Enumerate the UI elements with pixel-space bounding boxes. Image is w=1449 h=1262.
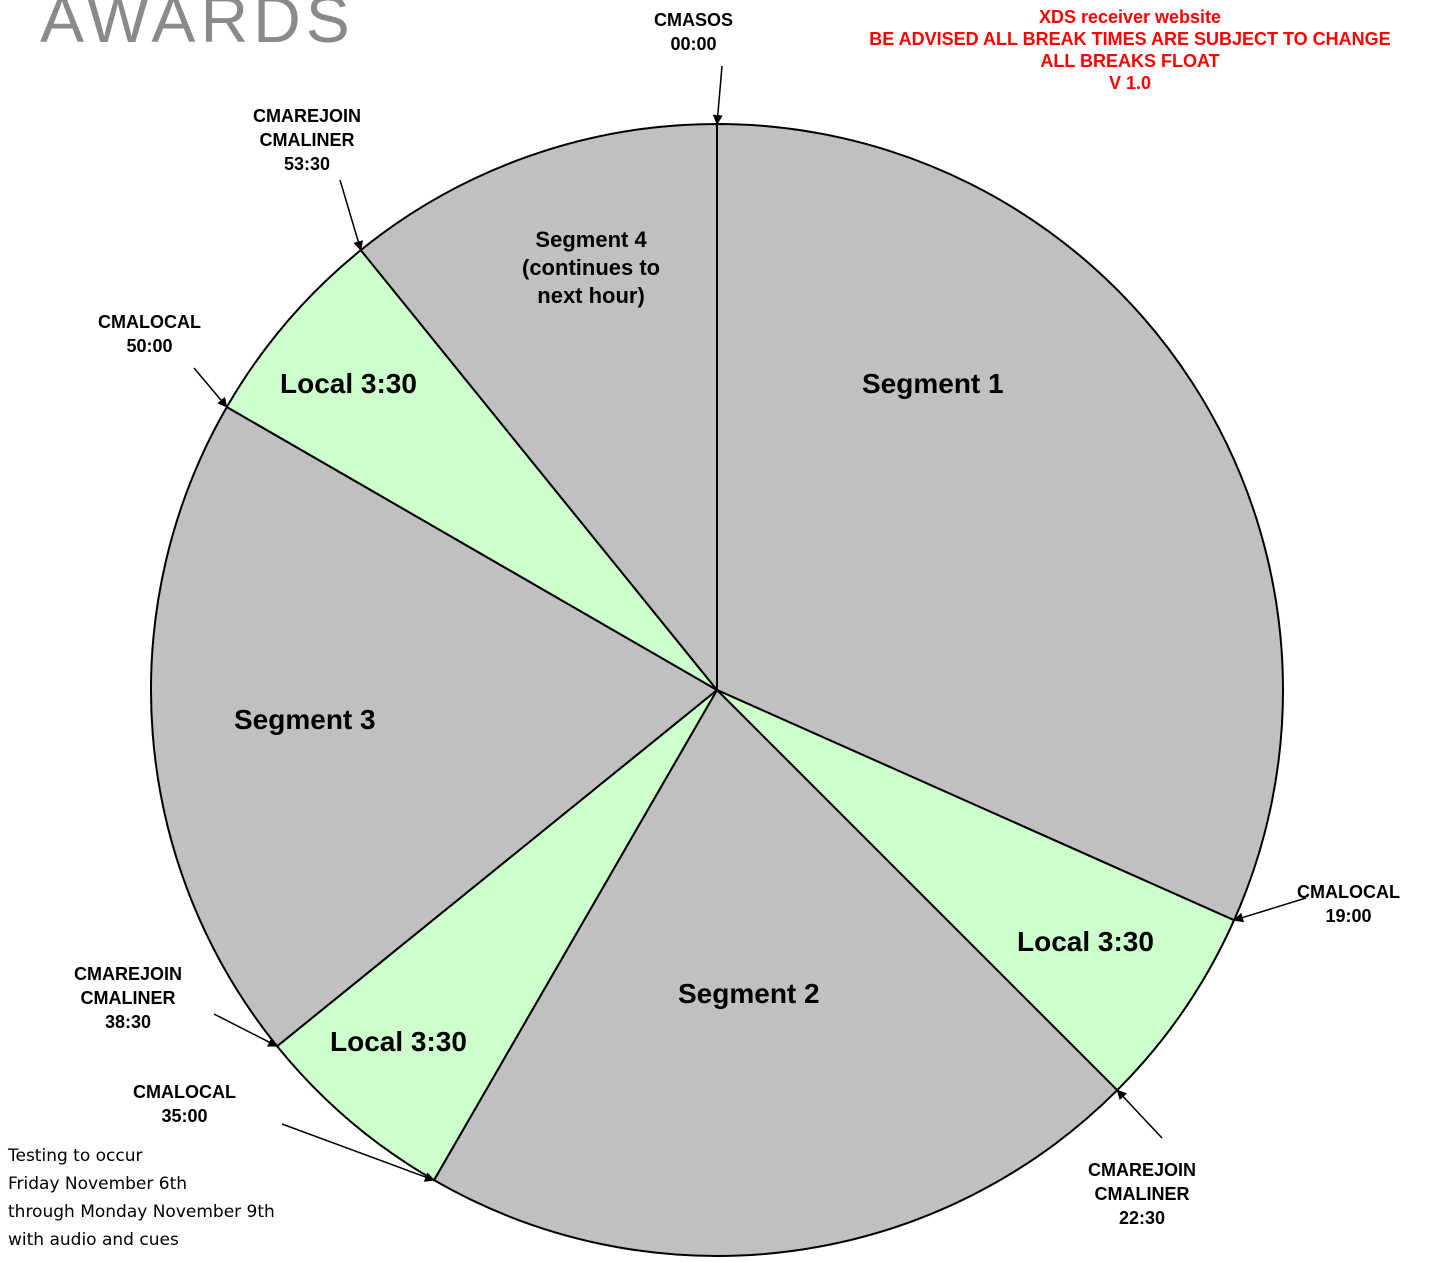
cue-label-rejoin-38: CMAREJOIN CMALINER 38:30: [74, 962, 182, 1034]
segment-1-label: Segment 1: [862, 368, 1004, 399]
notice-line-website: XDS receiver website: [1038, 7, 1222, 27]
cue-name: CMAREJOIN: [253, 106, 362, 126]
cue-name: CMALINER: [259, 130, 355, 150]
cue-arrow-local-19: [1233, 897, 1307, 923]
cue-name: CMALOCAL: [1297, 882, 1400, 902]
cue-name: CMASOS: [654, 10, 734, 30]
testing-note-line: Friday November 6th: [8, 1174, 188, 1194]
testing-note-line: with audio and cues: [8, 1230, 179, 1250]
notice-block: XDS receiver website BE ADVISED ALL BREA…: [700, 6, 1449, 94]
segment-2-wedge: [432, 688, 1119, 1257]
cue-name: CMAREJOIN: [74, 964, 183, 984]
segment-4-label-line: Segment 4: [535, 227, 647, 252]
cue-label-cmasos: CMASOS 00:00: [654, 8, 733, 56]
notice-line-advisory: BE ADVISED ALL BREAK TIMES ARE SUBJECT T…: [869, 29, 1391, 49]
segment-4-label-line: next hour): [537, 283, 645, 308]
cue-name: CMALINER: [1094, 1184, 1190, 1204]
cue-label-local-35: CMALOCAL 35:00: [133, 1080, 236, 1128]
awards-logo: AWARDS: [40, 0, 355, 56]
segment-3-label: Segment 3: [234, 704, 376, 735]
cue-label-local-50: CMALOCAL 50:00: [98, 310, 201, 358]
notice-line-version: V 1.0: [1108, 73, 1152, 93]
cue-time: 35:00: [161, 1106, 208, 1126]
cue-time: 22:30: [1118, 1208, 1166, 1228]
cue-time: 19:00: [1325, 906, 1372, 926]
segment-4-label-line: (continues to: [522, 255, 661, 280]
testing-note-line: Testing to occur: [8, 1146, 143, 1166]
segment-1-wedge: [716, 122, 1285, 922]
testing-note-line: through Monday November 9th: [8, 1202, 275, 1222]
cue-name: CMALOCAL: [133, 1082, 236, 1102]
cue-arrow-local-35: [281, 1123, 435, 1182]
cue-time: 38:30: [104, 1012, 152, 1032]
notice-line-float: ALL BREAKS FLOAT: [1040, 51, 1220, 71]
cue-label-rejoin-22: CMAREJOIN CMALINER 22:30: [1088, 1158, 1196, 1230]
local-1-wedge: [716, 689, 1236, 1092]
local-break-1-label: Local 3:30: [1017, 926, 1154, 957]
cue-arrow-local-50: [193, 367, 228, 408]
cue-name: CMALINER: [80, 988, 176, 1008]
segment-4-wedge: [359, 122, 718, 693]
local-break-2-label: Local 3:30: [330, 1026, 467, 1057]
cue-arrow-rejoin-53: [339, 179, 364, 252]
wedges-layer: [150, 122, 1285, 1257]
cue-arrow-cmasos: [712, 65, 723, 125]
testing-note: Testing to occur Friday November 6th thr…: [8, 1142, 275, 1254]
segment-3-wedge: [150, 405, 719, 1048]
cue-arrow-rejoin-38: [213, 1013, 279, 1047]
local-3-wedge: [225, 248, 718, 691]
cue-time: 53:30: [283, 154, 331, 174]
segment-4-label: Segment 4 (continues to next hour): [522, 226, 660, 310]
cue-name: CMAREJOIN: [1088, 1160, 1197, 1180]
cue-time: 50:00: [126, 336, 173, 356]
cue-arrows-layer: [193, 65, 1307, 1182]
cue-label-local-19: CMALOCAL 19:00: [1297, 880, 1400, 928]
cue-label-rejoin-53: CMAREJOIN CMALINER 53:30: [253, 104, 361, 176]
cue-name: CMALOCAL: [98, 312, 201, 332]
cue-time: 00:00: [670, 34, 717, 54]
cue-arrow-rejoin-22: [1116, 1089, 1163, 1139]
local-break-3-label: Local 3:30: [280, 368, 417, 399]
segment-2-label: Segment 2: [678, 978, 820, 1009]
